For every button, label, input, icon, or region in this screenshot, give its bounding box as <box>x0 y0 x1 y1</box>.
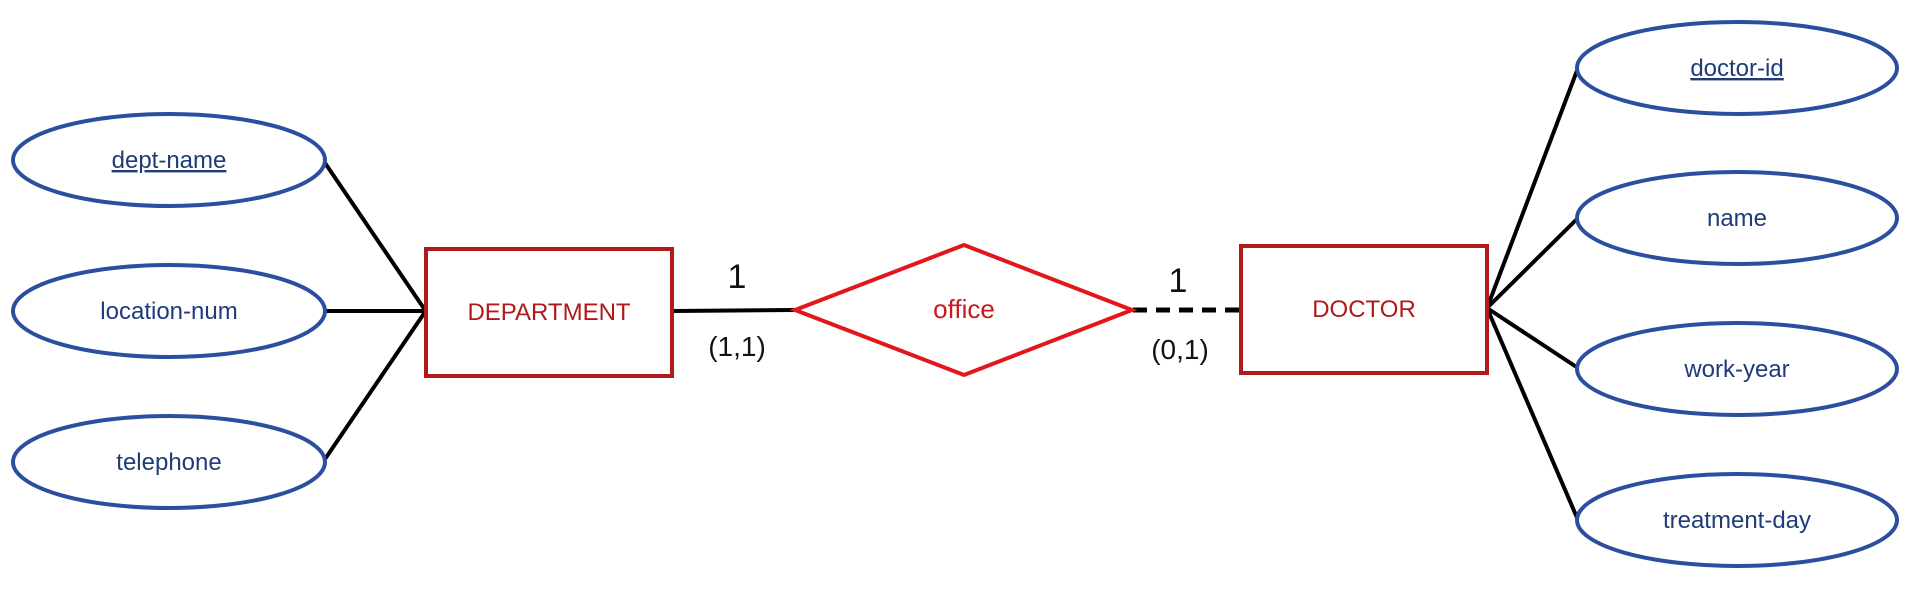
entity-doctor-label: DOCTOR <box>1312 296 1416 323</box>
relationship-office-label: office <box>933 294 995 324</box>
attribute-treatment-day-label: treatment-day <box>1663 507 1811 534</box>
attribute-location-num-label: location-num <box>100 298 237 325</box>
attribute-location-num: location-num <box>11 263 327 359</box>
cardinality-left: 1 <box>728 258 747 296</box>
relationship-office: office <box>789 242 1138 378</box>
attribute-work-year: work-year <box>1575 321 1899 417</box>
attribute-work-year-label: work-year <box>1683 356 1789 383</box>
attribute-doctor-id-label: doctor-id <box>1690 55 1783 82</box>
connector-work-year <box>1485 306 1580 370</box>
attribute-doctor-id: doctor-id <box>1575 20 1899 116</box>
link-department-office <box>672 308 795 313</box>
connector-treatment-day <box>1485 307 1580 521</box>
attribute-name-label: name <box>1707 205 1767 232</box>
entity-department: DEPARTMENT <box>424 247 674 378</box>
entity-department-label: DEPARTMENT <box>467 299 630 326</box>
cardinality-right: 1 <box>1169 262 1188 300</box>
attribute-name: name <box>1575 170 1899 266</box>
constraint-left: (1,1) <box>708 331 766 362</box>
connector-doctor-id <box>1485 67 1580 309</box>
connector-name <box>1485 216 1580 310</box>
entity-doctor: DOCTOR <box>1239 244 1489 375</box>
attribute-treatment-day: treatment-day <box>1575 472 1899 568</box>
attribute-dept-name: dept-name <box>11 112 327 208</box>
connector-telephone <box>321 310 427 464</box>
attribute-telephone: telephone <box>11 414 327 510</box>
attribute-dept-name-label: dept-name <box>112 147 227 174</box>
connector-dept-name <box>321 158 427 312</box>
constraint-right: (0,1) <box>1151 334 1209 365</box>
attribute-telephone-label: telephone <box>116 449 221 476</box>
